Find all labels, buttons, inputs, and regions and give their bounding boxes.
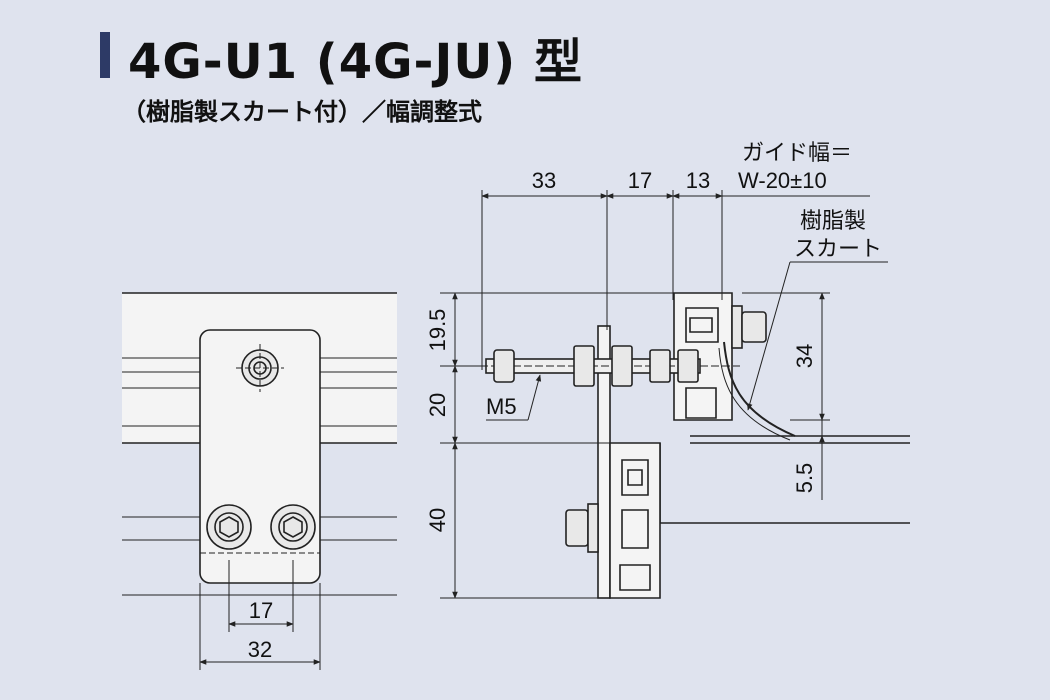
dim-top-17: 17 (628, 168, 652, 193)
dim-top-33: 33 (532, 168, 556, 193)
dim-left-20: 20 (425, 393, 450, 417)
side-view (440, 190, 910, 599)
front-view (122, 292, 397, 670)
bolt-label-m5: M5 (486, 394, 517, 419)
bracket-bolt-bottom-left (206, 504, 252, 550)
dim-top-13: 13 (686, 168, 710, 193)
skirt-label-line2: スカート (794, 236, 882, 261)
dim-right-5-5: 5.5 (792, 463, 817, 494)
page-title: 4G-U1 (4G-JU) 型 (128, 34, 583, 90)
guide-width-value: W-20±10 (738, 168, 827, 193)
guide-width-label: ガイド幅＝ (742, 140, 852, 165)
page-subtitle: （樹脂製スカート付）／幅調整式 (122, 98, 482, 126)
bracket-bolt-top (236, 344, 284, 392)
title-accent-bar (100, 32, 110, 78)
skirt-label-line1: 樹脂製 (800, 208, 866, 233)
bracket-bolt-bottom-right (270, 504, 316, 550)
dim-left-19-5: 19.5 (425, 309, 450, 352)
dim-front-32: 32 (248, 637, 272, 662)
dim-left-40: 40 (425, 508, 450, 532)
dim-right-34: 34 (792, 344, 817, 368)
dim-front-17: 17 (249, 598, 273, 623)
